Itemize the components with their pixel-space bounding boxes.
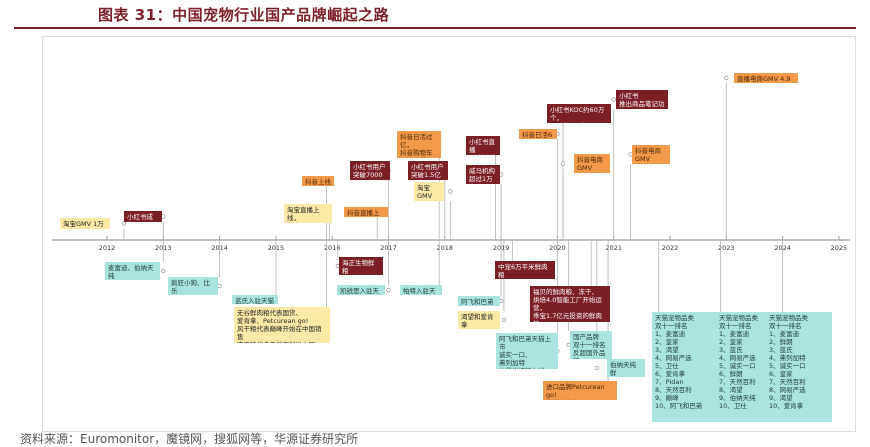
event-box: 抖音上线 <box>302 176 334 186</box>
event-box: 淘宝GMV 4.8万亿 <box>414 182 444 201</box>
event-marker <box>560 161 566 166</box>
event-box: 无谷鲜肉粮代表国货、 爱肯拿、Petcurean go! 风干粮代表巅峰开始在中… <box>234 307 330 343</box>
event-box: 进口品牌Petcurean go! 毒猫粮事件 <box>543 381 617 400</box>
event-box: 抖音直播上线 <box>344 207 388 217</box>
event-marker <box>161 268 166 274</box>
event-marker <box>611 97 616 102</box>
year-label: 2021 <box>605 244 622 252</box>
event-box: 抖音电商GMV 5000亿 <box>574 154 610 173</box>
chart-frame <box>42 36 856 432</box>
event-box: 阿飞和巴弟天猫上市 诚实一口、 弗列加特 大量烘焙粮上线 <box>496 333 558 369</box>
event-marker <box>448 189 453 194</box>
event-box: 小红书 推出商品笔记功能 <box>616 90 668 109</box>
event-box: 抖音日活过亿， 抖音购物车 功能上线 <box>397 131 441 158</box>
year-label: 2016 <box>324 244 341 252</box>
year-label: 2012 <box>99 244 116 252</box>
event-box: 阿飞和巴弟入驻天猫 <box>458 296 500 306</box>
event-box: 中宠6万平米鲜肉粮 烘焙粮工厂开始建设 <box>495 261 555 279</box>
event-box: 小红书用户 突破7000万 <box>350 161 390 180</box>
event-box: 天猫宠物品类 双十一排名 1、麦富迪 2、皇家 3、渴望 4、网易严选 5、卫仕… <box>652 312 716 422</box>
event-box: 麦富迪、伯纳天纯 入驻天猫 <box>105 262 160 280</box>
event-box: 帕特入驻天猫 <box>400 285 442 295</box>
event-box: 抖音日活6亿 <box>519 129 557 139</box>
event-box: 伯纳天纯鲜 天猫 上市 <box>607 359 645 377</box>
event-box: 淘宝直播上线， 淘宝 GMV 3万亿 <box>284 204 332 223</box>
event-box: 凯锐思入驻天猫 <box>337 285 385 295</box>
year-label: 2025 <box>831 244 848 252</box>
chart-title: 图表 31：中国宠物行业国产品牌崛起之路 <box>98 6 390 24</box>
event-marker <box>121 221 126 226</box>
event-box: 疯狂小狗、比乐 入驻天猫 <box>168 277 218 295</box>
year-label: 2018 <box>437 244 454 252</box>
event-box: 渴望和爱肯拿 进入中国市场 <box>458 311 500 329</box>
event-box: 小红书直播 开始测试 <box>466 136 500 155</box>
title-rule <box>14 27 856 29</box>
event-box: 天猫宠物品类 双十一排名 1、麦富迪 2、鲜朗 3、蓝氏 4、弗列加特 5、诚实… <box>766 312 832 422</box>
event-marker <box>594 365 599 371</box>
event-box: 小红书成立 <box>124 211 162 222</box>
event-box: 海正生物鲜粮 鲜肉粮投入市场 <box>339 257 383 275</box>
event-box: 国产品牌 双十一排名 反超国外品牌 <box>570 331 612 359</box>
event-marker <box>501 317 507 323</box>
event-box: 抖音电商GMV 达到1.4万亿 <box>632 145 670 164</box>
event-box: 威马机构 超过1万家 <box>466 165 500 184</box>
event-box: 福贝的鲜肉粮、冻干、 烘焙4.0智能工厂开始运营， 乖宝1.7亿元投资的鲜肉粮 … <box>530 286 610 322</box>
event-box: 小红书KOC约60万个， KOL约1万个 <box>547 104 611 123</box>
source-note: 资料来源：Euromonitor，魔镜网，搜狐网等，华源证券研究所 <box>20 432 359 446</box>
event-box: 直播电商GMV 4.9万亿 <box>734 73 798 83</box>
event-box: 小红书用户 突破1.5亿 <box>408 161 448 180</box>
event-marker <box>161 214 166 219</box>
event-box: 蓝氏入驻天猫 <box>232 295 278 304</box>
event-marker <box>386 287 391 293</box>
event-box: 淘宝GMV 1万亿 <box>60 218 110 229</box>
year-label: 2023 <box>718 244 735 252</box>
event-marker <box>217 283 222 289</box>
event-marker <box>724 75 729 81</box>
year-label: 2022 <box>662 244 679 252</box>
